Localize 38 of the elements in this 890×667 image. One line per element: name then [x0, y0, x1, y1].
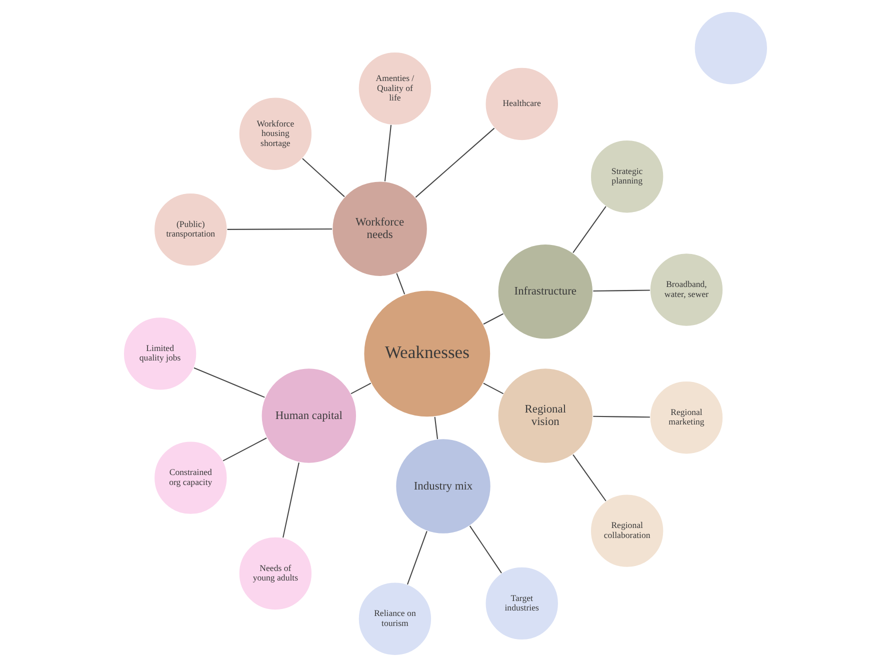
node-circle: Amenties / Quality of life	[357, 52, 432, 126]
connector	[482, 313, 504, 325]
node-circle: Healthcare	[484, 66, 558, 141]
node-circle: Workforce needs	[331, 180, 428, 277]
node-circle: Strategic planning	[590, 140, 664, 214]
node-circle: Industry mix	[394, 438, 491, 534]
node-circle: Limited quality jobs	[122, 316, 197, 391]
connector	[592, 416, 650, 418]
connector	[468, 526, 502, 574]
node-circle: Infrastructure	[496, 244, 593, 340]
node-circle: Regional marketing	[649, 380, 723, 455]
connector	[482, 382, 504, 394]
node-circle: Reliance on tourism	[357, 582, 432, 656]
node-circle: Weaknesses	[362, 290, 490, 418]
connector	[592, 290, 650, 292]
connector	[572, 206, 606, 253]
node-circle: Human capital	[260, 368, 356, 464]
node-circle: Workforce housing shortage	[238, 96, 312, 171]
connector	[414, 128, 494, 198]
node-circle: Regional collaboration	[590, 494, 664, 568]
connector	[350, 382, 371, 394]
connector	[193, 367, 264, 398]
connector	[396, 273, 405, 294]
node-circle: Needs of young adults	[238, 536, 312, 610]
connector	[434, 416, 438, 440]
node-circle: (Public) transportation	[153, 192, 228, 267]
node-circle: Constrained org capacity	[153, 440, 228, 515]
node-circle: Target industries	[484, 566, 558, 640]
connector	[384, 124, 392, 182]
node-circle: Broadband, water, sewer	[649, 252, 723, 327]
connector	[572, 454, 606, 502]
connector	[226, 228, 332, 230]
connector	[282, 462, 299, 538]
connector	[406, 530, 427, 585]
node-circle: Regional vision	[496, 368, 593, 464]
connector	[222, 438, 266, 462]
node-circle	[693, 11, 768, 86]
connector	[302, 158, 344, 198]
